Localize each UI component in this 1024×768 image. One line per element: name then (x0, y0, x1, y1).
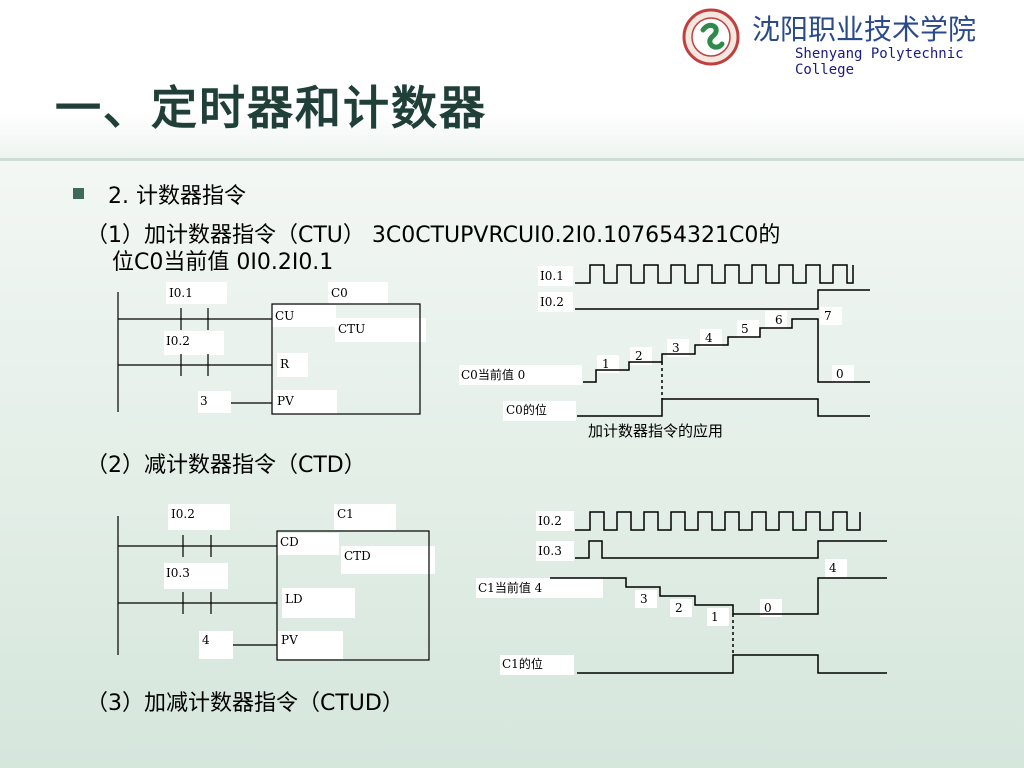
ctd-cd-pin: CD (280, 535, 299, 549)
ctd-input2-label: I0.3 (166, 566, 190, 580)
college-name-en: Shenyang Polytechnic College (795, 46, 964, 78)
ctu-pv-value: 3 (200, 394, 208, 408)
ctu-count-6: 6 (775, 313, 783, 327)
ctd-count-4: 4 (829, 561, 837, 575)
ctd-counter-name: C1 (337, 507, 354, 521)
ctu-input2-label: I0.2 (166, 334, 190, 348)
ctu-r-pin: R (280, 357, 290, 371)
ctd-timing-i03: I0.3 (538, 544, 562, 558)
ctu-type-label: CTU (338, 322, 365, 336)
ctd-ld-pin: LD (285, 592, 303, 606)
ctu-count-7: 7 (824, 309, 832, 323)
ctd-count-2: 2 (675, 601, 683, 615)
ctd-heading: （2）减计数器指令（CTD） (86, 453, 366, 478)
ctud-heading: （3）加减计数器指令（CTUD） (86, 691, 404, 716)
ctu-current-value-label: C0当前值 0 (461, 367, 525, 382)
ctu-cu-pin: CU (275, 309, 294, 323)
ctd-type-label: CTD (344, 549, 371, 563)
ctu-count-2: 2 (635, 349, 643, 363)
ctd-timing-i02: I0.2 (538, 514, 562, 528)
ctd-input1-label: I0.2 (171, 507, 195, 521)
ctu-count-3: 3 (672, 341, 680, 355)
ctu-timing-i01: I0.1 (540, 269, 564, 283)
ctu-count-reset: 0 (836, 367, 844, 381)
ctd-current-value-label: C1当前值 4 (478, 580, 543, 595)
ctu-count-5: 5 (741, 322, 749, 336)
ctu-timing-i02: I0.2 (540, 295, 564, 309)
ctu-bit-label: C0的位 (506, 402, 547, 417)
college-logo-icon (682, 8, 740, 66)
header-divider (0, 158, 1024, 161)
ctu-count-4: 4 (705, 331, 713, 345)
ctu-count-1: 1 (602, 357, 610, 371)
header-band (0, 0, 1024, 158)
ctu-caption: 加计数器指令的应用 (588, 422, 723, 440)
slide-title: 一、定时器和计数器 (55, 81, 487, 135)
ctd-pv-value: 4 (202, 633, 210, 647)
ctd-count-reset: 0 (764, 601, 772, 615)
ctd-count-3: 3 (640, 592, 648, 606)
ctd-pv-pin: PV (281, 633, 298, 647)
bullet-square-icon (73, 188, 84, 199)
item-counter-instructions: 2. 计数器指令 (108, 184, 246, 209)
ctu-input1-label: I0.1 (169, 286, 193, 300)
college-name-cn: 沈阳职业技术学院 (752, 13, 977, 46)
ctd-bit-label: C1的位 (502, 656, 543, 671)
ctu-counter-name: C0 (331, 286, 348, 300)
ctu-heading-line1: （1）加计数器指令（CTU） 3C0CTUPVRCUI0.2I0.1076543… (86, 223, 781, 248)
ctd-count-1: 1 (711, 610, 719, 624)
ctu-pv-pin: PV (277, 394, 294, 408)
ctu-heading-line2: 位C0当前值 0I0.2I0.1 (112, 250, 334, 275)
